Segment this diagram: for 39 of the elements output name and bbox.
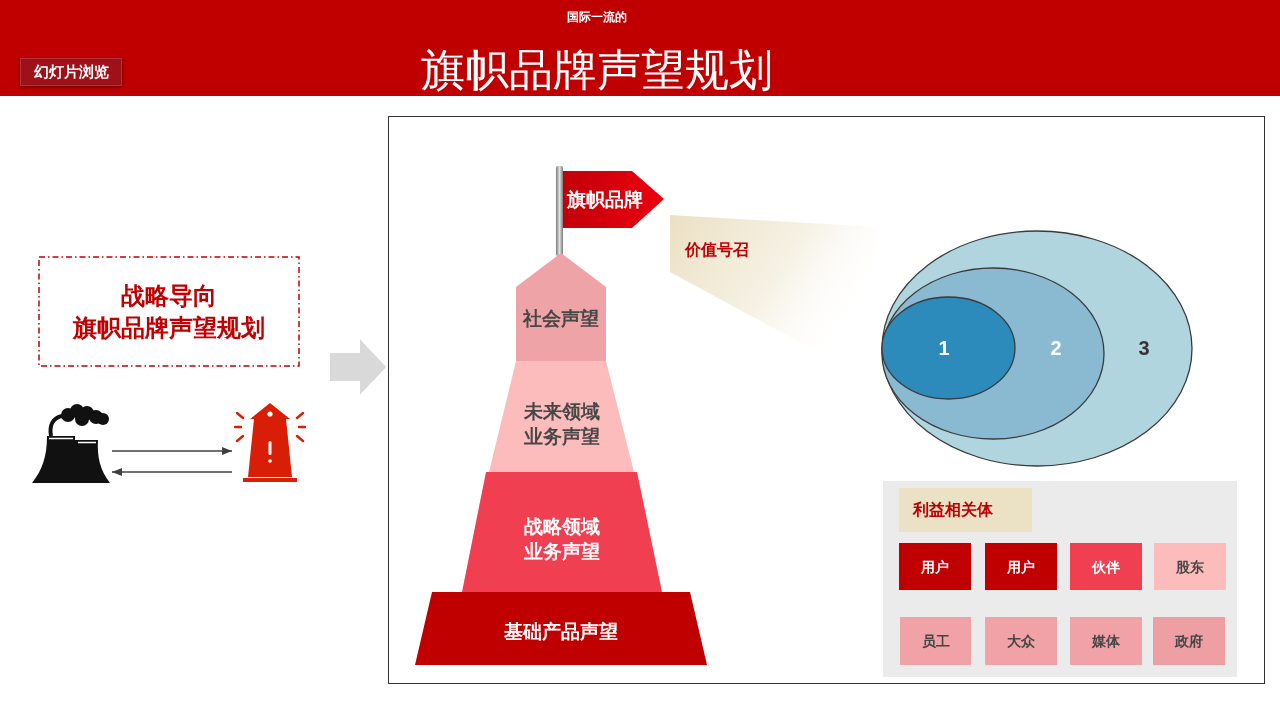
stakeholder-tile: [899, 543, 971, 590]
heading-text: 战略导向: [121, 280, 217, 311]
page-title: 旗帜品牌声望规划: [421, 44, 773, 96]
stakeholder-panel: [883, 481, 1237, 677]
frame-panel: [388, 116, 1265, 684]
tier-label: 社会声望: [523, 306, 599, 331]
tier-label: 基础产品声望: [504, 619, 618, 644]
stakeholder-tile: [1070, 617, 1142, 665]
heading-text: 旗帜品牌声望规划: [73, 312, 265, 343]
stakeholder-name: 媒体: [1092, 632, 1120, 651]
tier-label: 战略领域业务声望: [523, 515, 601, 564]
stakeholder-tile: [1153, 617, 1225, 665]
stakeholder-tile: [1070, 543, 1142, 590]
stakeholder-tile: [985, 543, 1057, 590]
ellipse-number: 1: [938, 336, 950, 360]
stakeholder-name: 大众: [1007, 632, 1035, 651]
stakeholder-name: 用户: [1007, 557, 1035, 577]
arrow: [111, 468, 233, 476]
block-arrow: [330, 339, 386, 395]
stakeholder-name: 政府: [1175, 632, 1203, 651]
category-tag: [899, 488, 1032, 532]
stakeholder-name: 伙伴: [1092, 557, 1120, 577]
factory-icon: [32, 403, 110, 483]
stakeholder-tile: [1154, 543, 1226, 590]
subtitle: 国际一流的: [567, 9, 627, 25]
flag-text: 旗帜品牌: [567, 187, 643, 212]
lighthouse-icon: [234, 403, 306, 483]
category-title: 利益相关体: [913, 500, 994, 520]
stakeholder-name: 用户: [921, 557, 949, 577]
stakeholder-tile: [985, 617, 1057, 665]
ellipse-number: 2: [1050, 336, 1062, 360]
beam-label: 价值号召: [685, 240, 749, 260]
stakeholder-name: 股东: [1176, 557, 1204, 577]
stakeholder-tile: [900, 617, 971, 665]
slide-browse-button: 幻灯片浏览: [20, 58, 122, 86]
tier-label: 未来领域业务声望: [522, 400, 601, 449]
stakeholder-name: 员工: [921, 632, 950, 651]
arrow: [111, 447, 233, 455]
ellipse-number: 3: [1138, 336, 1150, 360]
